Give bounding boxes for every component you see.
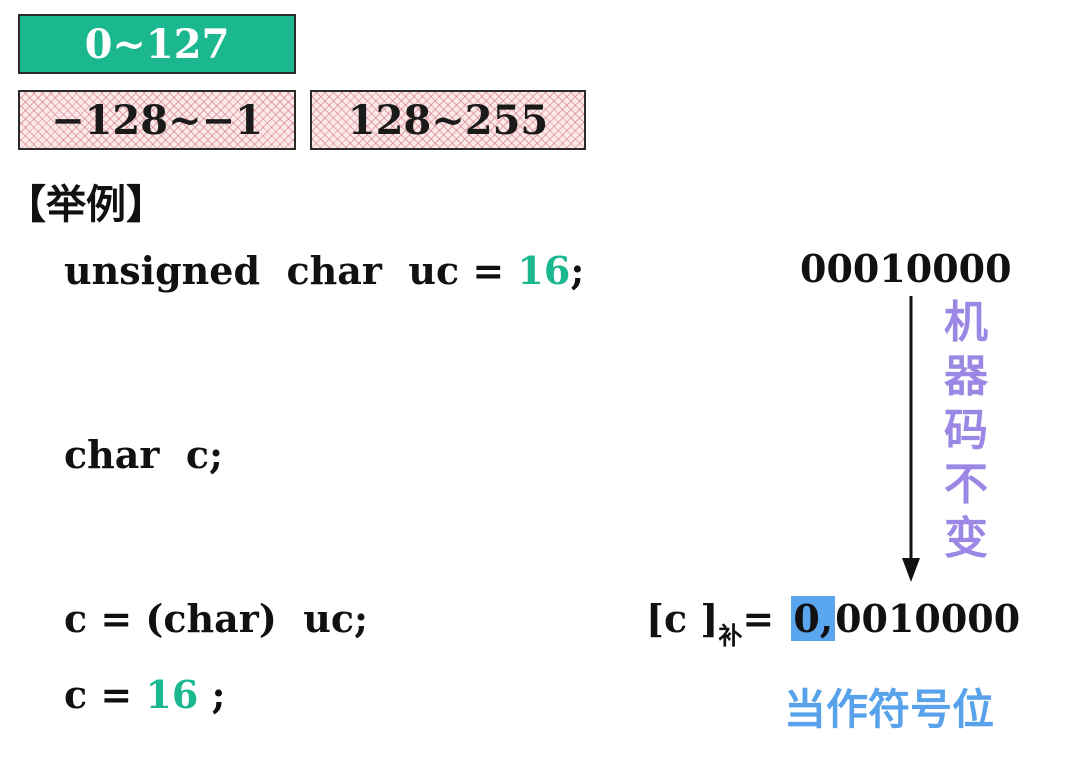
down-arrow-icon [902,296,920,582]
note-char-4: 不 [944,459,988,510]
code-line-char-c: char c; [64,432,224,477]
code-line1-suffix: ; [570,248,585,293]
note-char-2: 器 [944,351,988,402]
code-line-unsigned-char: unsigned char uc = 16; [64,248,584,293]
complement-subscript: 补 [718,622,743,650]
complement-rest: 0010000 [835,596,1021,641]
range-negative-label: −128~−1 [51,96,263,144]
code-line1-prefix: unsigned char uc = [64,248,518,293]
code-line-cast: c = (char) uc; [64,596,369,641]
code-line4-value: 16 [145,672,199,717]
code-line-c-equals-16: c = 16 ; [64,672,226,717]
complement-label: [c ] [646,596,719,641]
range-box-0-127: 0~127 [18,14,296,74]
sign-bit-highlight: 0, [791,596,836,641]
code-line1-value: 16 [517,248,571,293]
example-heading: 【举例】 [6,182,166,228]
machine-code-unchanged-note: 机 器 码 不 变 [940,296,992,566]
note-char-1: 机 [944,297,988,348]
range-positive-label: 0~127 [84,20,230,68]
note-char-3: 码 [944,405,988,456]
note-char-5: 变 [944,513,988,564]
complement-equals: = [742,596,788,641]
range-high-label: 128~255 [347,96,549,144]
range-box-128-255: 128~255 [310,90,586,150]
code-line4-suffix: ; [198,672,226,717]
binary-uc-value: 00010000 [800,246,1012,291]
code-line4-prefix: c = [64,672,146,717]
sign-bit-caption: 当作符号位 [784,685,995,734]
range-box-negative: −128~−1 [18,90,296,150]
binary-c-complement: [c ]补= 0,0010000 [646,596,1020,651]
